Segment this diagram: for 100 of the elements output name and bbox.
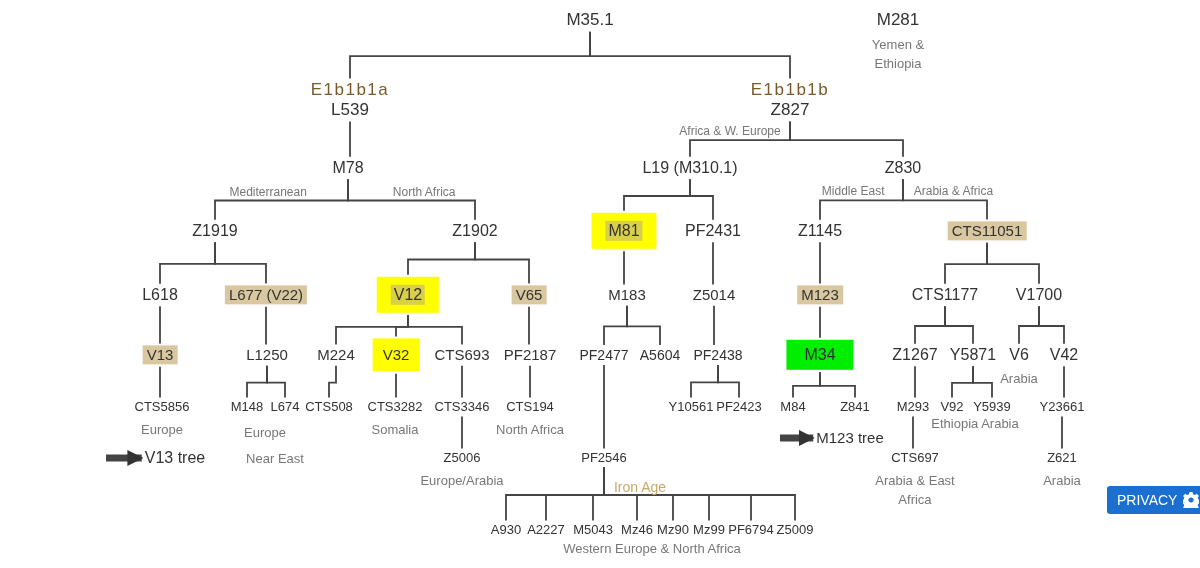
marker-label: L19 (M310.1) xyxy=(642,158,738,178)
marker-label: CTS3346 xyxy=(434,399,490,415)
marker-label: M84 xyxy=(780,399,806,415)
branch-line xyxy=(328,364,337,399)
region-note: Somalia xyxy=(371,420,419,439)
highlight-box xyxy=(591,212,657,250)
marker-label: Z1919 xyxy=(192,221,238,241)
branch-line xyxy=(912,415,914,450)
marker-label: V6 xyxy=(1009,345,1029,365)
marker-label: Y23661 xyxy=(1039,399,1085,415)
branch-line xyxy=(395,372,397,399)
marker-label: Mz46 xyxy=(621,522,653,538)
marker-label: CTS693 xyxy=(434,346,490,364)
marker-label: M148 xyxy=(230,399,264,415)
branch-line xyxy=(1038,305,1065,345)
marker-label: M35.1 xyxy=(566,10,614,30)
branch-line xyxy=(474,241,530,285)
marker-label: V12 xyxy=(390,284,426,306)
branch-line xyxy=(1063,365,1065,399)
marker-label: Y10561 xyxy=(668,399,714,415)
branch-line xyxy=(1061,415,1063,450)
marker-label: M34 xyxy=(804,345,836,365)
marker-label: M183 xyxy=(608,286,646,304)
branch-line xyxy=(819,305,821,339)
branch-line xyxy=(713,304,715,346)
marker-label: V32 xyxy=(382,346,410,364)
marker-label: M281 xyxy=(876,10,920,30)
region-note: Europe xyxy=(141,420,183,439)
marker-label: Z827 xyxy=(770,100,810,120)
marker-label: M78 xyxy=(332,158,364,178)
marker-label: Z621 xyxy=(1047,450,1077,466)
branch-line xyxy=(789,120,904,158)
marker-label: CTS3282 xyxy=(367,399,423,415)
branch-line xyxy=(914,365,916,399)
edge-label: Mediterranean xyxy=(227,184,309,199)
region-note: Near East xyxy=(246,450,304,466)
branch-line xyxy=(529,364,531,399)
branch-line xyxy=(986,241,1040,285)
marker-label: Z5014 xyxy=(692,286,736,304)
marker-label: Z1267 xyxy=(892,345,938,365)
branch-line xyxy=(712,241,714,286)
region-note: North Africa xyxy=(496,420,564,439)
marker-label: CTS5856 xyxy=(134,399,190,415)
marker-label: CTS194 xyxy=(506,399,554,415)
branch-line xyxy=(266,364,286,399)
region-note: Yemen & Ethiopia xyxy=(870,35,926,74)
branch-line xyxy=(603,364,605,450)
privacy-button: PRIVACY xyxy=(1107,486,1200,514)
highlight-box xyxy=(372,338,420,372)
marker-label: CTS1177 xyxy=(911,285,979,305)
marker-label: L674 xyxy=(270,399,300,415)
region-note: Arabia xyxy=(1043,471,1081,490)
marker-label: M224 xyxy=(317,346,355,364)
branch-line xyxy=(626,304,661,346)
marker-label: V42 xyxy=(1049,345,1079,365)
branch-line xyxy=(689,178,714,221)
marker-label: Z1145 xyxy=(797,221,843,241)
marker-label: V92 xyxy=(940,399,964,415)
highlight-box xyxy=(376,276,440,314)
marker-label: Mz99 xyxy=(693,522,725,538)
marker-label: PF6794 xyxy=(728,522,774,538)
marker-label: PF2546 xyxy=(581,450,627,466)
marker-label: L618 xyxy=(142,285,178,305)
marker-label: Z830 xyxy=(884,158,922,178)
marker-label: Z5006 xyxy=(443,450,481,466)
branch-line xyxy=(159,365,161,399)
highlight-box xyxy=(786,339,854,371)
branch-line xyxy=(589,30,791,80)
branch-line xyxy=(603,466,796,522)
marker-label: V65 xyxy=(515,286,543,304)
marker-label: A930 xyxy=(490,522,522,538)
branch-line xyxy=(159,305,161,345)
marker-label: Mz90 xyxy=(657,522,689,538)
marker-label: CTS508 xyxy=(305,399,353,415)
clade-label: E1b1b1b xyxy=(750,80,830,100)
marker-label: V13 xyxy=(146,346,174,364)
branch-line xyxy=(944,305,974,345)
marker-label: L1250 xyxy=(246,346,288,364)
branch-line xyxy=(819,371,856,399)
marker-label: M5043 xyxy=(573,522,613,538)
branch-line xyxy=(902,178,988,221)
region-note: Arabia & East Africa xyxy=(874,471,956,509)
edge-label: Africa & W. Europe xyxy=(677,124,783,139)
branch-line xyxy=(349,120,351,158)
edge-label: North Africa xyxy=(390,184,458,199)
marker-label: Y5871 xyxy=(949,345,997,365)
branch-line xyxy=(407,314,463,346)
region-note: Western Europe & North Africa xyxy=(563,540,741,556)
region-note: Europe xyxy=(244,424,286,440)
marker-label: M293 xyxy=(896,399,930,415)
marker-label: PF2423 xyxy=(716,399,762,415)
marker-label: L677 (V22) xyxy=(228,286,304,304)
marker-label: A5604 xyxy=(639,346,681,364)
branch-line xyxy=(461,415,463,450)
branch-line xyxy=(972,365,993,399)
marker-label: M123 xyxy=(801,286,839,304)
marker-label: V1700 xyxy=(1015,285,1063,305)
branch-line xyxy=(461,364,463,399)
branch-line xyxy=(819,241,821,285)
region-note: Europe/Arabia xyxy=(420,471,504,490)
